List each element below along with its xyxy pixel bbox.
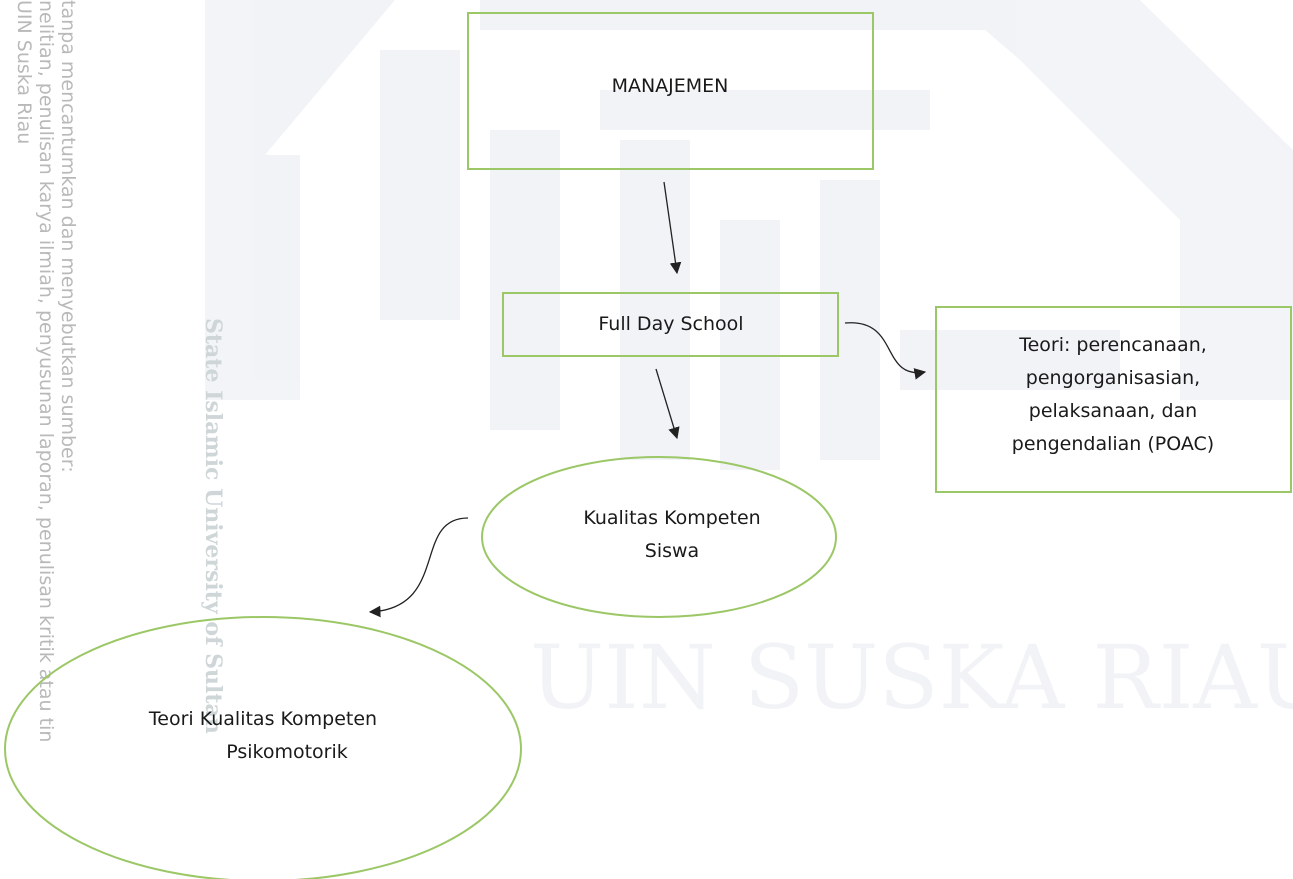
node-teori-poac-line-4: pengendalian (POAC) <box>1012 433 1214 455</box>
side-note-1: tanpa mencantumkan dan menyebutkan sumbe… <box>57 0 79 473</box>
node-manajemen: MANAJEMEN <box>467 12 874 170</box>
node-teori-poac-line-3: pelaksanaan, dan <box>1029 400 1197 422</box>
arrow-kualitas-to-psikomotorik <box>368 517 469 618</box>
node-teori-poac-line-2: pengorganisasian, <box>1026 367 1200 389</box>
node-teori-poac: Teori: perencanaan, pengorganisasian, pe… <box>935 306 1292 493</box>
node-manajemen-label: MANAJEMEN <box>612 75 729 97</box>
node-teori-psikomotorik: Teori Kualitas Kompeten Psikomotorik <box>4 616 522 879</box>
arrow-fds-to-teori-poac <box>844 322 927 380</box>
watermark-logo: UIN SUSKA RIAU <box>205 0 1293 729</box>
node-kualitas-kompeten-siswa: Kualitas Kompeten Siswa <box>481 456 837 618</box>
watermark-side-notes: tanpa mencantumkan dan menyebutkan sumbe… <box>13 0 79 742</box>
arrow-fds-to-kualitas <box>655 368 680 440</box>
node-kualitas-siswa-line-2: Siswa <box>645 540 699 562</box>
watermark-vertical-text: State Islamic University of Sultan <box>200 318 226 734</box>
node-psikomotorik-line-2: Psikomotorik <box>226 741 348 763</box>
watermark-logo-text: UIN SUSKA RIAU <box>530 626 1293 729</box>
side-note-3: UIN Suska Riau <box>13 0 35 144</box>
node-full-day-school: Full Day School <box>502 292 839 357</box>
node-psikomotorik-line-1: Teori Kualitas Kompeten <box>148 708 377 730</box>
connectors <box>368 181 927 618</box>
side-note-2: nelitian, penulisan karya ilmiah, penyus… <box>35 0 57 742</box>
node-kualitas-siswa-line-1: Kualitas Kompeten <box>583 507 760 529</box>
node-teori-poac-line-1: Teori: perencanaan, <box>1018 334 1207 356</box>
arrow-manajemen-to-fds <box>663 181 682 275</box>
node-full-day-school-label: Full Day School <box>598 313 743 335</box>
